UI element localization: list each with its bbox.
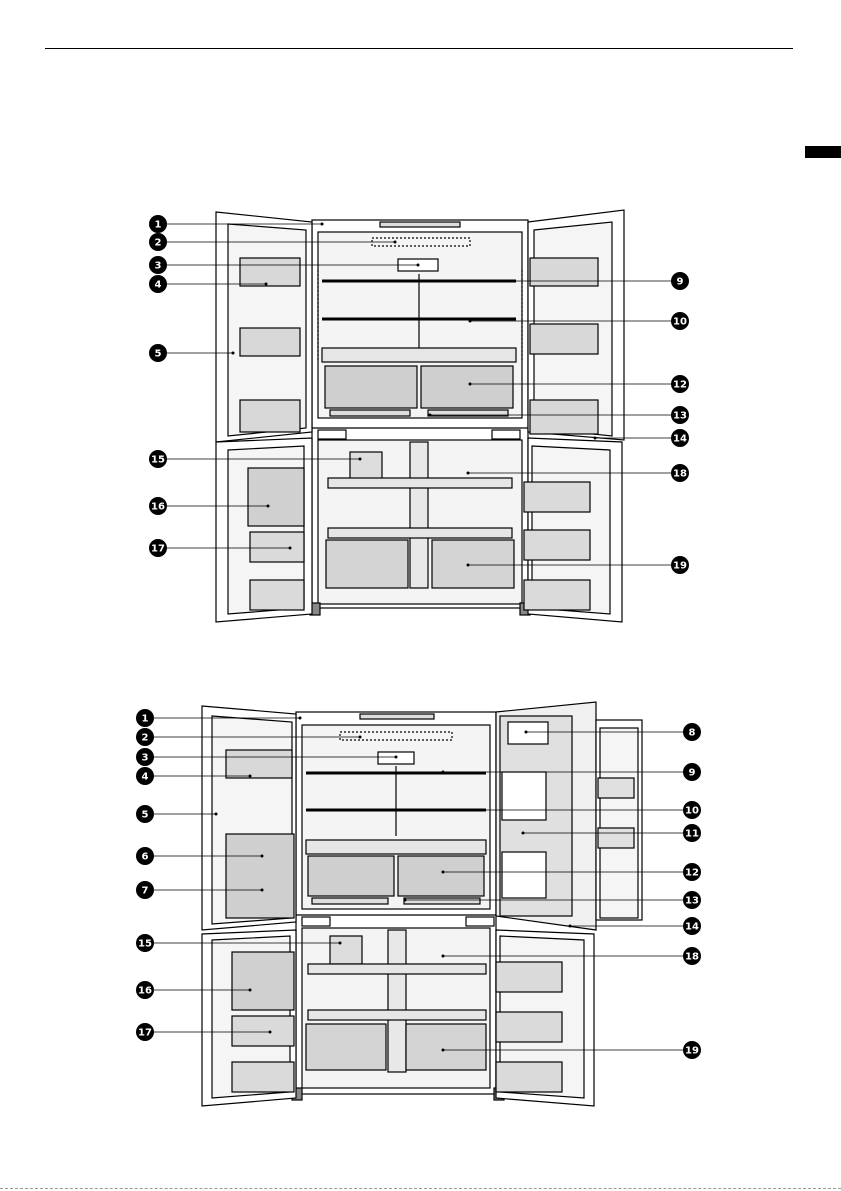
leader-dot [249,775,252,778]
leader-dot [467,564,470,567]
callout-number: 17 [151,544,165,555]
leader-dot [594,437,597,440]
callout-number: 3 [142,753,149,764]
callout-number: 16 [151,502,165,513]
leader-dot [267,505,270,508]
callout-number: 5 [155,349,162,360]
footer-rule [0,1188,841,1189]
callout-number: 4 [142,772,149,783]
leader-dot [569,925,572,928]
callout-number: 6 [142,852,149,863]
leader-dot [232,352,235,355]
callout-number: 19 [673,561,687,572]
callout-number: 5 [142,810,149,821]
leader-dot [417,264,420,267]
leader-dot [469,280,472,283]
callout-number: 14 [685,922,699,933]
callout-number: 1 [142,714,149,725]
callout-number: 12 [685,868,699,879]
leader-dot [359,736,362,739]
callout-number: 15 [138,939,152,950]
header-rule [45,48,793,49]
leader-dot [469,320,472,323]
leader-dot [269,1031,272,1034]
leader-dot [265,283,268,286]
callout-number: 7 [142,886,149,897]
leader-dot [261,855,264,858]
callout-number: 10 [685,806,699,817]
callout-number: 17 [138,1028,152,1039]
leader-dot [339,942,342,945]
callout-number: 2 [155,238,162,249]
leader-dot [404,899,407,902]
leader-dot [249,989,252,992]
leader-dot [215,813,218,816]
leader-dot [429,414,432,417]
leader-dot [359,458,362,461]
leader-dot [299,717,302,720]
callout-number: 15 [151,455,165,466]
callout-number: 12 [673,380,687,391]
callout-number: 10 [673,317,687,328]
leader-dot [442,771,445,774]
callout-number: 9 [689,768,696,779]
leader-dot [442,871,445,874]
leader-dot [442,809,445,812]
leader-dot [525,731,528,734]
leader-dot [469,383,472,386]
leader-dot [522,832,525,835]
callout-number: 13 [685,896,699,907]
callout-number: 1 [155,220,162,231]
leader-dot [442,955,445,958]
callout-number: 8 [689,728,696,739]
callout-number: 11 [685,829,699,840]
leader-dot [467,472,470,475]
callout-number: 18 [673,469,687,480]
leader-dot [395,756,398,759]
leader-dot [321,223,324,226]
callout-number: 16 [138,986,152,997]
language-tab [805,146,841,158]
callout-number: 2 [142,733,149,744]
leader-dot [442,1049,445,1052]
callout-number: 13 [673,411,687,422]
leader-dot [394,241,397,244]
callout-number: 18 [685,952,699,963]
callout-number: 3 [155,261,162,272]
callout-number: 4 [155,280,162,291]
callout-number: 19 [685,1046,699,1057]
callout-number: 14 [673,434,687,445]
leader-dot [261,889,264,892]
leader-dot [289,547,292,550]
callout-number: 9 [677,277,684,288]
